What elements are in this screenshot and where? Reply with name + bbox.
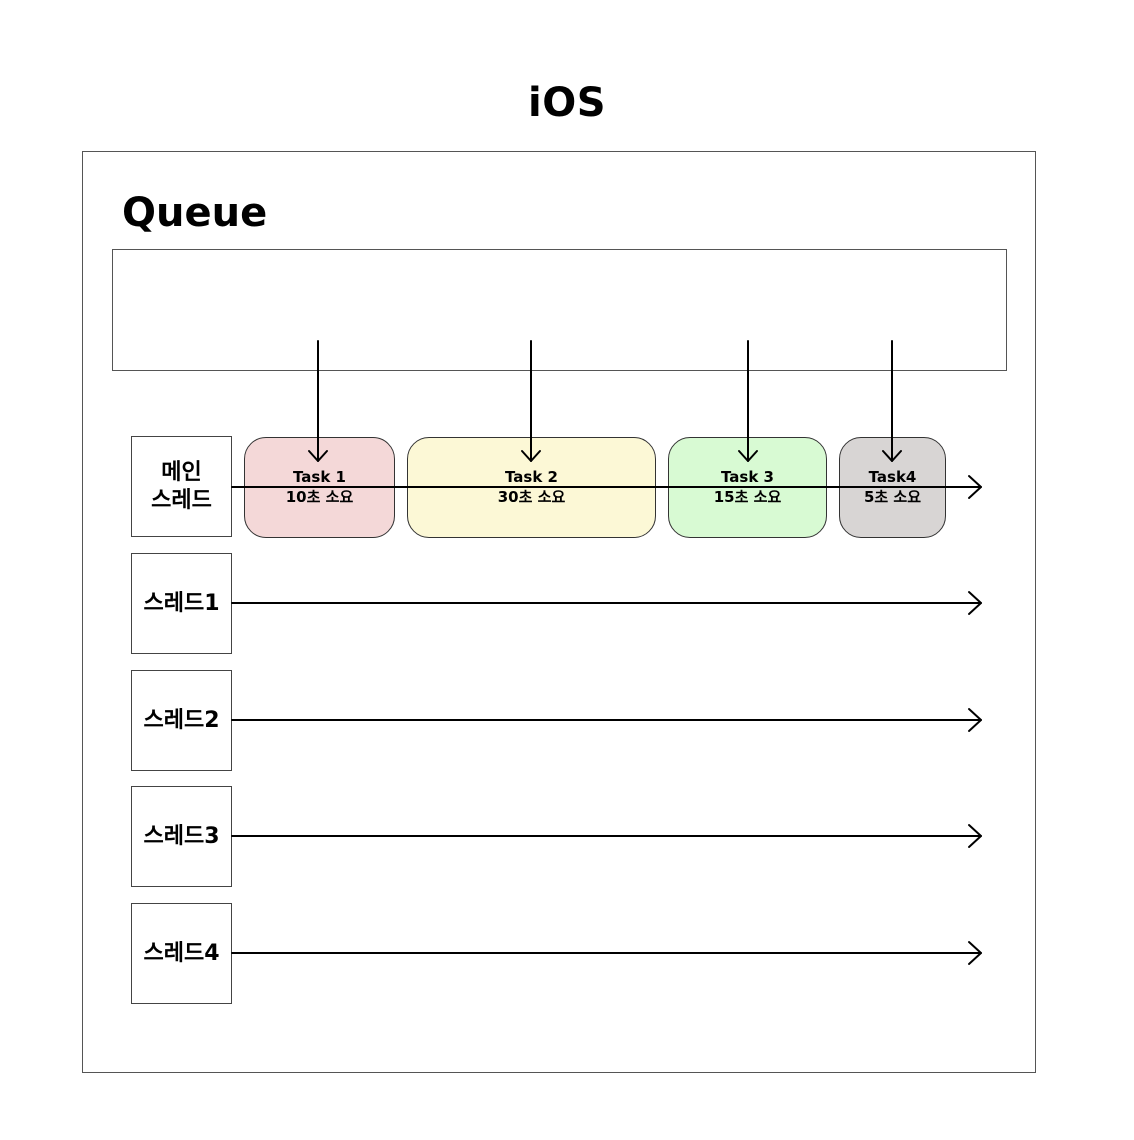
queue-box [112,249,1007,371]
task-1-name: Task 1 [293,468,346,486]
task-3-name: Task 3 [721,468,774,486]
queue-label: Queue [122,190,268,236]
task-3-box: Task 3 15초 소요 [668,437,827,538]
thread-3-label: 스레드3 [131,786,232,887]
task-2-name: Task 2 [505,468,558,486]
task-1-box: Task 1 10초 소요 [244,437,395,538]
task-1-duration: 10초 소요 [285,487,354,506]
task-4-box: Task4 5초 소요 [839,437,946,538]
thread-2-label: 스레드2 [131,670,232,771]
task-2-duration: 30초 소요 [497,487,566,506]
thread-4-label: 스레드4 [131,903,232,1004]
task-4-name: Task4 [868,468,917,486]
task-3-duration: 15초 소요 [713,487,782,506]
diagram-title: iOS [527,80,607,126]
main-thread-label: 메인 스레드 [131,436,232,537]
task-2-box: Task 2 30초 소요 [407,437,656,538]
task-4-duration: 5초 소요 [863,487,922,506]
ios-frame [82,151,1036,1073]
thread-1-label: 스레드1 [131,553,232,654]
